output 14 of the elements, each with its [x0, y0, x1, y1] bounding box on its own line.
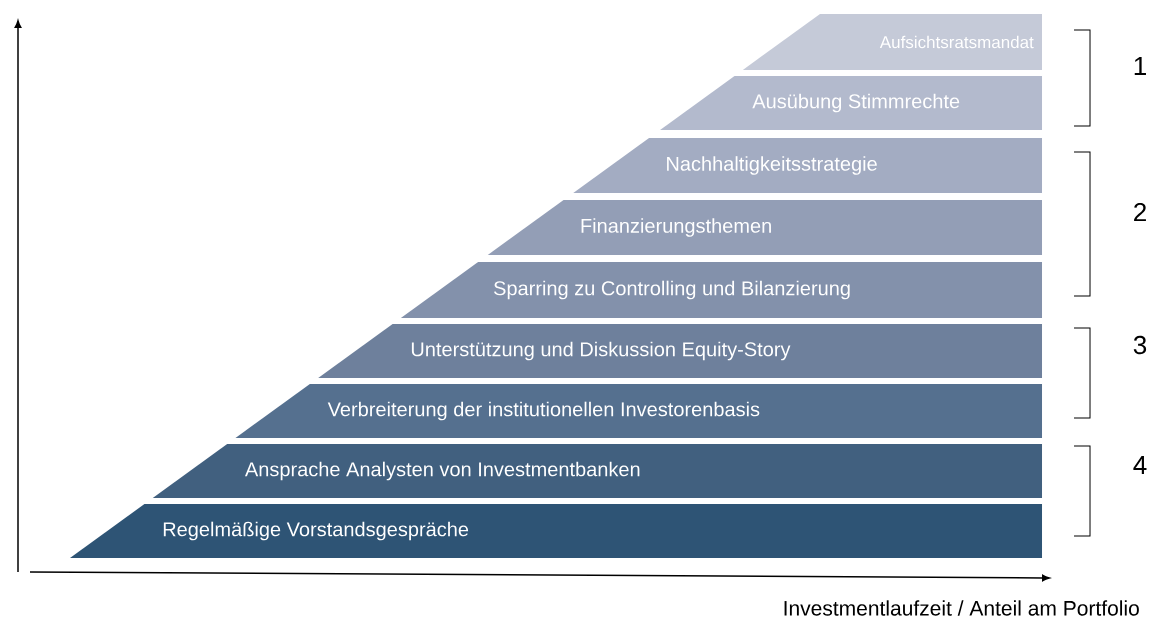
group-number: 2 — [1134, 202, 1146, 222]
pyramid-band: Aufsichtsratsmandat — [742, 14, 1042, 70]
pyramid-band: Unterstützung und Diskussion Equity-Story — [318, 324, 1042, 378]
pyramid-band: Nachhaltigkeitsstrategie — [573, 138, 1042, 193]
pyramid-band: Ansprache Analysten von Investmentbanken — [152, 444, 1042, 498]
pyramid-band: Sparring zu Controlling und Bilanzierung — [400, 262, 1042, 318]
pyramid-band: Ausübung Stimmrechte — [660, 76, 1042, 130]
group-number: 3 — [1133, 335, 1147, 355]
group-number: 4 — [1133, 456, 1147, 474]
pyramid-band: Regelmäßige Vorstandsgespräche — [70, 504, 1042, 558]
group-number: 1 — [1134, 57, 1146, 75]
axis-label: Investmentlaufzeit / Anteil am Portfolio — [784, 600, 1139, 616]
pyramid-band: Finanzierungsthemen — [487, 200, 1042, 255]
pyramid-band: Verbreiterung der institutionellen Investorenbasis — [235, 384, 1042, 438]
